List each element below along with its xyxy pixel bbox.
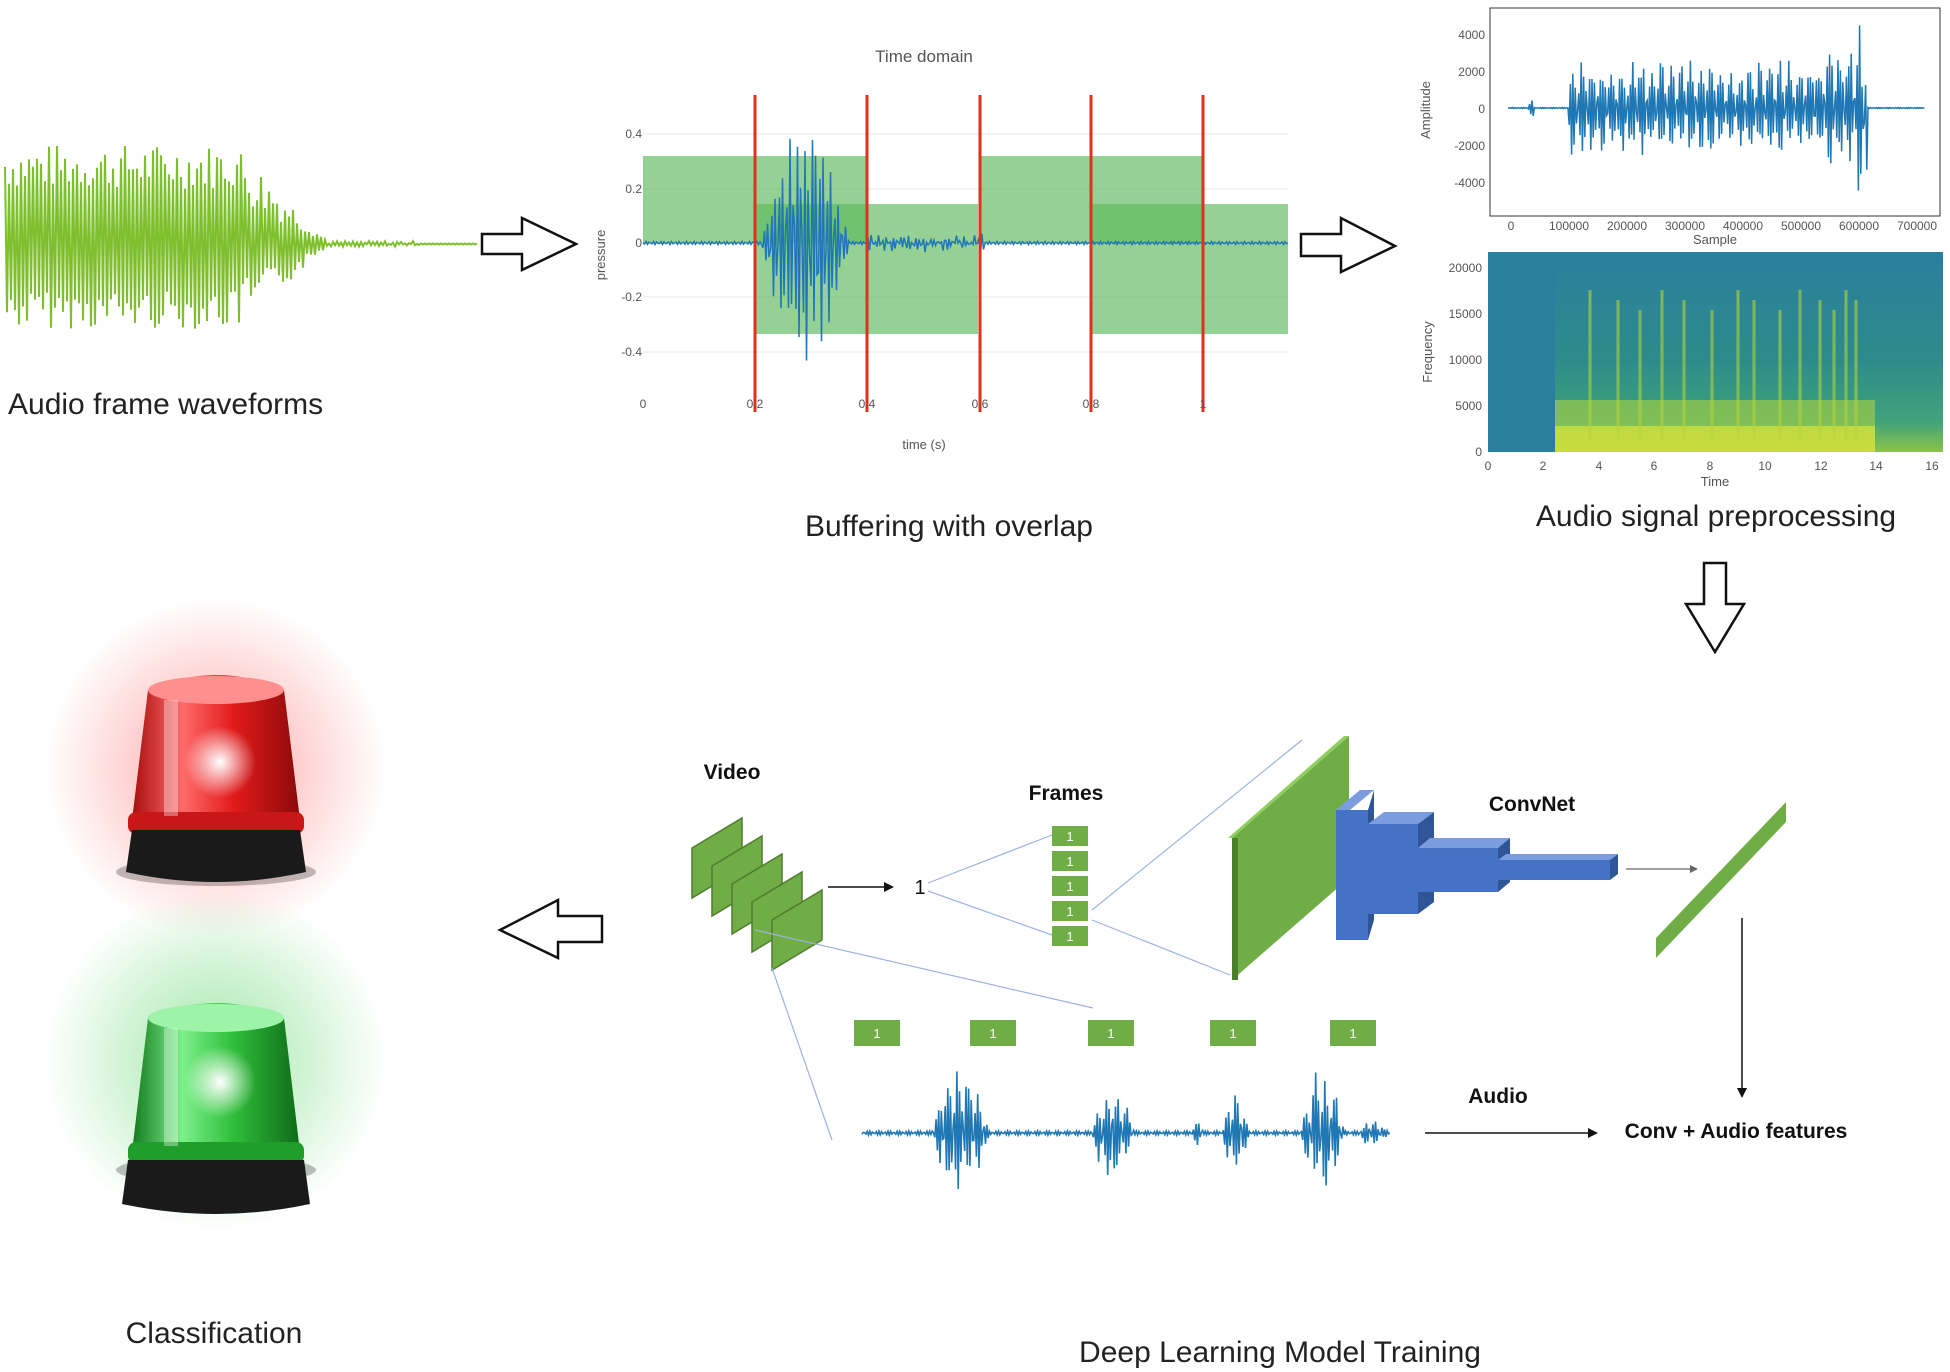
left-arrow-icon bbox=[497, 897, 604, 960]
audio-frame-blocks: 1 1 1 1 1 bbox=[854, 1020, 1376, 1046]
x-tick: 14 bbox=[1869, 459, 1883, 473]
x-axis-label: Time bbox=[1701, 474, 1729, 489]
x-tick: 400000 bbox=[1723, 219, 1763, 233]
plot-title: Time domain bbox=[875, 47, 973, 66]
y-tick: 0.4 bbox=[625, 127, 642, 141]
x-tick: 0 bbox=[1508, 219, 1515, 233]
x-tick: 100000 bbox=[1549, 219, 1589, 233]
amplitude-plot: 4000 2000 0 -2000 -4000 0 100000 200000 … bbox=[1418, 7, 1941, 247]
x-axis-label: Sample bbox=[1693, 232, 1737, 247]
y-tick: 0 bbox=[635, 236, 642, 250]
x-tick: 300000 bbox=[1665, 219, 1705, 233]
y-tick: 0.2 bbox=[625, 182, 642, 196]
x-tick: 0.8 bbox=[1083, 397, 1100, 411]
caption-preprocessing: Audio signal preprocessing bbox=[1536, 500, 1896, 533]
frame-block-label: 1 bbox=[1066, 904, 1073, 919]
x-tick: 4 bbox=[1596, 459, 1603, 473]
x-tick: 10 bbox=[1758, 459, 1772, 473]
x-tick: 600000 bbox=[1839, 219, 1879, 233]
audio-label: Audio bbox=[1468, 1085, 1527, 1108]
x-tick: 0.4 bbox=[859, 397, 876, 411]
x-tick: 12 bbox=[1814, 459, 1828, 473]
convnet-label: ConvNet bbox=[1489, 793, 1575, 816]
y-tick: -4000 bbox=[1454, 176, 1485, 190]
x-tick: 500000 bbox=[1781, 219, 1821, 233]
y-tick: 0 bbox=[1475, 445, 1482, 459]
audio-signal bbox=[861, 1071, 1391, 1190]
caption-classification: Classification bbox=[126, 1317, 303, 1350]
y-tick: 4000 bbox=[1458, 28, 1485, 42]
audio-frame-block bbox=[1088, 1020, 1134, 1046]
y-tick: 0 bbox=[1478, 102, 1485, 116]
x-tick: 6 bbox=[1651, 459, 1658, 473]
green-siren-icon bbox=[46, 890, 386, 1230]
frame-block bbox=[1052, 826, 1088, 846]
y-tick: -0.2 bbox=[621, 290, 642, 304]
audio-frame-block-label: 1 bbox=[989, 1026, 996, 1041]
frame-index: 1 bbox=[914, 877, 925, 899]
video-label: Video bbox=[704, 761, 761, 784]
caption-buffering: Buffering with overlap bbox=[805, 510, 1093, 543]
video-frames-stack bbox=[691, 816, 823, 972]
frames-label: Frames bbox=[1029, 782, 1104, 805]
y-tick: 5000 bbox=[1455, 399, 1482, 413]
caption-training: Deep Learning Model Training bbox=[1079, 1336, 1481, 1369]
x-tick: 0.2 bbox=[747, 397, 764, 411]
audio-frame-block bbox=[854, 1020, 900, 1046]
audio-frame-block-label: 1 bbox=[1229, 1026, 1236, 1041]
y-tick: 20000 bbox=[1449, 261, 1483, 275]
audio-frame-block bbox=[970, 1020, 1016, 1046]
y-tick: -0.4 bbox=[621, 345, 642, 359]
audio-frame-waveform bbox=[4, 145, 478, 329]
audio-frame-block-label: 1 bbox=[873, 1026, 880, 1041]
y-axis-label: pressure bbox=[593, 230, 608, 281]
frame-block bbox=[1052, 851, 1088, 871]
frame-block bbox=[1052, 901, 1088, 921]
frame-block-label: 1 bbox=[1066, 854, 1073, 869]
frame-block-label: 1 bbox=[1066, 879, 1073, 894]
time-domain-plot: Time domain 0.4 0.2 0 -0.2 -0.4 bbox=[593, 47, 1289, 452]
right-arrow-icon bbox=[1299, 215, 1398, 274]
frames-column: 1 1 1 1 1 bbox=[1052, 826, 1088, 946]
red-siren-icon bbox=[46, 598, 386, 938]
spectrogram-plot: 20000 15000 10000 5000 0 0 2 4 6 8 10 12… bbox=[1420, 252, 1943, 489]
convnet-block bbox=[1336, 790, 1618, 940]
frame-block bbox=[1052, 926, 1088, 946]
x-tick: 8 bbox=[1707, 459, 1714, 473]
y-tick: -2000 bbox=[1454, 139, 1485, 153]
x-axis-label: time (s) bbox=[902, 437, 945, 452]
feature-vector bbox=[1656, 802, 1786, 958]
right-arrow-icon bbox=[480, 216, 579, 272]
y-tick: 15000 bbox=[1449, 307, 1483, 321]
audio-frame-block bbox=[1330, 1020, 1376, 1046]
frame-block-label: 1 bbox=[1066, 929, 1073, 944]
model-training-diagram: Video 1 Frames 1 1 1 1 1 bbox=[691, 736, 1848, 1190]
x-tick: 0 bbox=[640, 397, 647, 411]
fusion-label: Conv + Audio features bbox=[1625, 1120, 1848, 1143]
audio-frame-block bbox=[1210, 1020, 1256, 1046]
y-axis-label: Frequency bbox=[1420, 321, 1435, 383]
x-tick: 0.6 bbox=[972, 397, 989, 411]
x-tick: 0 bbox=[1485, 459, 1492, 473]
audio-frame-block-label: 1 bbox=[1107, 1026, 1114, 1041]
frame-block-label: 1 bbox=[1066, 829, 1073, 844]
frame-block bbox=[1052, 876, 1088, 896]
x-tick: 2 bbox=[1540, 459, 1547, 473]
input-plane bbox=[1232, 736, 1349, 980]
down-arrow-icon bbox=[1683, 561, 1747, 655]
x-tick: 200000 bbox=[1607, 219, 1647, 233]
x-tick: 1 bbox=[1200, 397, 1207, 411]
y-axis-label: Amplitude bbox=[1418, 81, 1433, 139]
y-tick: 2000 bbox=[1458, 65, 1485, 79]
audio-frame-block-label: 1 bbox=[1349, 1026, 1356, 1041]
y-tick: 10000 bbox=[1449, 353, 1483, 367]
x-tick: 16 bbox=[1925, 459, 1939, 473]
caption-audio-frames: Audio frame waveforms bbox=[8, 388, 323, 421]
x-tick: 700000 bbox=[1897, 219, 1937, 233]
